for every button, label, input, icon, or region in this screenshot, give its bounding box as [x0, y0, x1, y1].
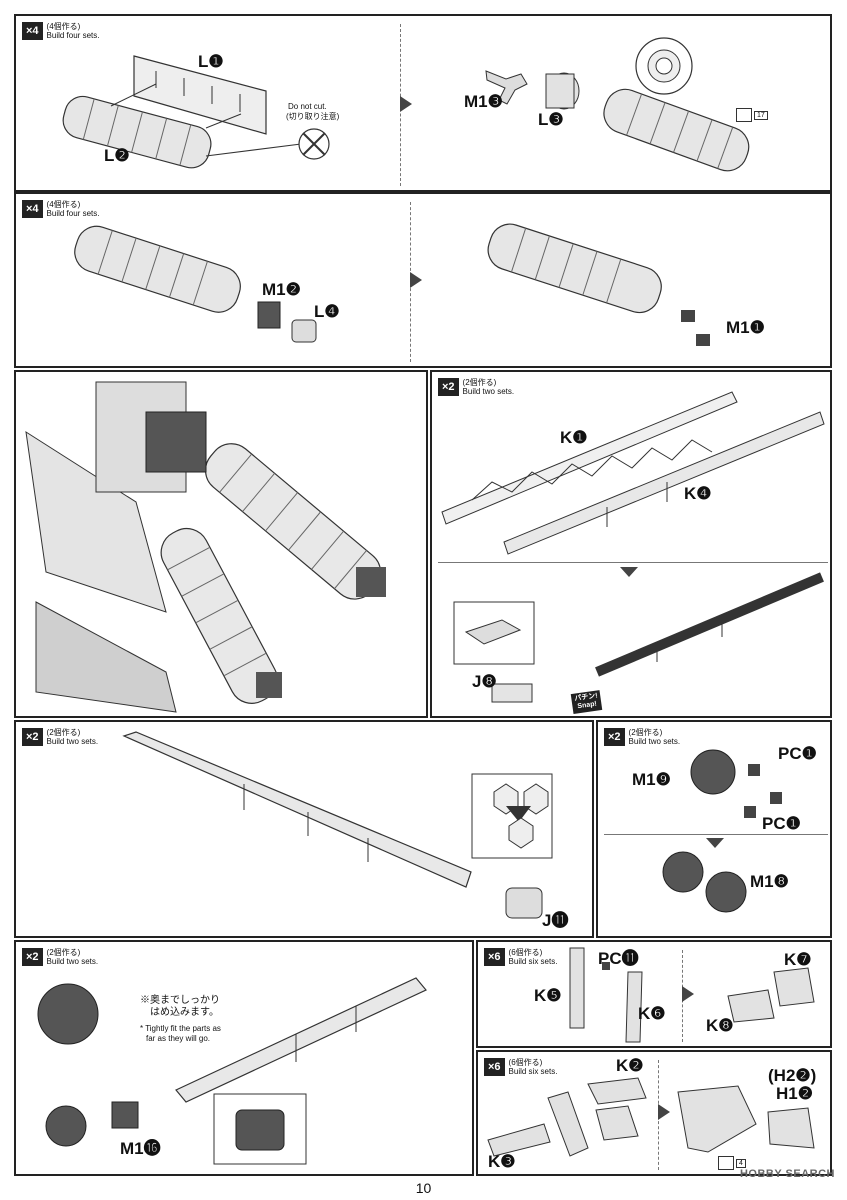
part-label-k4: K❹ [684, 484, 712, 503]
assembly-overview-panel [14, 370, 428, 718]
quantity-badge: ×2 [438, 378, 459, 396]
parts-illustration [122, 731, 553, 919]
header-jp: (2個作る) [462, 378, 497, 387]
part-label-m12: M1❷ [262, 280, 301, 299]
step-divider [604, 834, 828, 835]
part-label-l4: L❹ [314, 302, 340, 321]
header-jp: (4個作る) [46, 22, 81, 31]
step-panel-2: ×4 (4個作る)Build four sets. M1❷ L❹ M1❶ [14, 192, 832, 368]
header-jp: (2個作る) [46, 728, 81, 737]
part-label-m19: M1❾ [632, 770, 671, 789]
header-en: Build four sets. [46, 209, 100, 218]
part-label-l3: L❸ [538, 110, 564, 129]
step-panel-1: ×4 (4個作る)Build four sets. [14, 14, 832, 192]
part-label-k3: K❸ [488, 1152, 516, 1171]
part-label-j8: J❽ [472, 672, 497, 691]
next-step-arrow [706, 838, 724, 848]
quantity-badge: ×6 [484, 948, 505, 966]
quantity-badge: ×4 [22, 22, 43, 40]
header-en: Build two sets. [46, 957, 99, 966]
part-label-l2: L❷ [104, 146, 130, 165]
quantity-badge: ×2 [22, 728, 43, 746]
step-header: ×2 (2個作る)Build two sets. [22, 948, 98, 966]
part-label-l1: L❶ [198, 52, 224, 71]
step-divider [438, 562, 828, 563]
parts-illustration [62, 37, 750, 172]
part-label-k1: K❶ [560, 428, 588, 447]
step-header: ×4 (4個作る)Build four sets. [22, 22, 99, 40]
part-label-m18: M1❽ [750, 872, 789, 891]
part-label-m116: M1⓰ [120, 1139, 161, 1158]
part-label-pc11: PC⓫ [598, 949, 639, 968]
header-jp: (4個作る) [46, 200, 81, 209]
step-panel-8: ×6 (6個作る)Build six sets. PC⓫ K❺ K❻ K❼ K❽ [476, 940, 832, 1048]
header-en: Build two sets. [462, 387, 515, 396]
parts-illustration [441, 391, 825, 703]
parts-illustration [487, 1077, 815, 1157]
part-label-m11: M1❶ [726, 318, 765, 337]
header-jp: (2個作る) [46, 948, 81, 957]
fit-note-en-1: * Tightly fit the parts as [140, 1024, 221, 1033]
header-en: Build two sets. [628, 737, 681, 746]
step-panel-6: ×2 (2個作る)Build two sets. PC❶ M1❾ PC❶ M1❽ [596, 720, 832, 938]
parts-illustration [662, 749, 782, 913]
part-label-k7: K❼ [784, 950, 812, 969]
parts-illustration [74, 223, 710, 346]
header-jp: (6個作る) [508, 948, 543, 957]
step-header: ×6 (6個作る)Build six sets. [484, 948, 557, 966]
reference-number: 4 [736, 1158, 746, 1168]
header-jp: (6個作る) [508, 1058, 543, 1067]
page-number: 10 [415, 1180, 432, 1196]
snap-en: Snap! [577, 700, 598, 711]
do-not-cut-jp: (切り取り注意) [286, 112, 340, 121]
part-label-k6: K❻ [638, 1004, 666, 1023]
reference-marker: 17 [736, 108, 768, 122]
part-label-j11: J⓫ [542, 911, 569, 930]
reference-icon [736, 108, 752, 122]
reference-marker: 4 [718, 1156, 746, 1170]
part-label-pc1-b: PC❶ [762, 814, 801, 833]
step-header: ×2 (2個作る)Build two sets. [604, 728, 680, 746]
reference-icon [718, 1156, 734, 1170]
watermark: HOBBY SEARCH [739, 1168, 835, 1180]
step-header: ×2 (2個作る)Build two sets. [22, 728, 98, 746]
step-header: ×2 (2個作る)Build two sets. [438, 378, 514, 396]
step-panel-4: ×2 (2個作る)Build two sets. K❶ K❹ J❽ パチン!Sn… [430, 370, 832, 718]
do-not-cut-en: Do not cut. [288, 102, 327, 111]
completed-assembly-image [25, 381, 386, 713]
next-step-arrow [620, 567, 638, 577]
part-label-k8: K❽ [706, 1016, 734, 1035]
part-label-k2: K❷ [616, 1056, 644, 1075]
parts-illustration [37, 977, 427, 1165]
step-panel-5: ×2 (2個作る)Build two sets. J⓫ [14, 720, 594, 938]
step-header: ×4 (4個作る)Build four sets. [22, 200, 99, 218]
part-label-pc1-a: PC❶ [778, 744, 817, 763]
header-en: Build two sets. [46, 737, 99, 746]
parts-illustration [569, 947, 815, 1043]
step-panel-7: ×2 (2個作る)Build two sets. ※奥までしっかり はめ込みます… [14, 940, 474, 1176]
reference-number: 17 [754, 110, 768, 120]
header-jp: (2個作る) [628, 728, 663, 737]
fit-note-en-2: far as they will go. [146, 1034, 211, 1043]
next-step-arrow [410, 272, 422, 288]
fit-note-jp-1: ※奥までしっかり [140, 995, 220, 1006]
part-label-h12: H1❷ [776, 1084, 813, 1103]
quantity-badge: ×2 [604, 728, 625, 746]
snap-callout: パチン!Snap! [570, 690, 603, 714]
step-panel-9: ×6 (6個作る)Build six sets. K❷ (H2❷) H1❷ K❸… [476, 1050, 832, 1176]
part-label-m13: M1❸ [464, 92, 503, 111]
next-step-arrow [658, 1104, 670, 1120]
part-label-h22: (H2❷) [768, 1066, 817, 1085]
header-en: Build six sets. [508, 957, 558, 966]
next-step-arrow [400, 96, 412, 112]
header-en: Build four sets. [46, 31, 100, 40]
next-step-arrow [682, 986, 694, 1002]
quantity-badge: ×6 [484, 1058, 505, 1076]
fit-note-jp-2: はめ込みます。 [150, 1007, 219, 1018]
quantity-badge: ×2 [22, 948, 43, 966]
step-header: ×6 (6個作る)Build six sets. [484, 1058, 557, 1076]
header-en: Build six sets. [508, 1067, 558, 1076]
quantity-badge: ×4 [22, 200, 43, 218]
part-label-k5: K❺ [534, 986, 562, 1005]
